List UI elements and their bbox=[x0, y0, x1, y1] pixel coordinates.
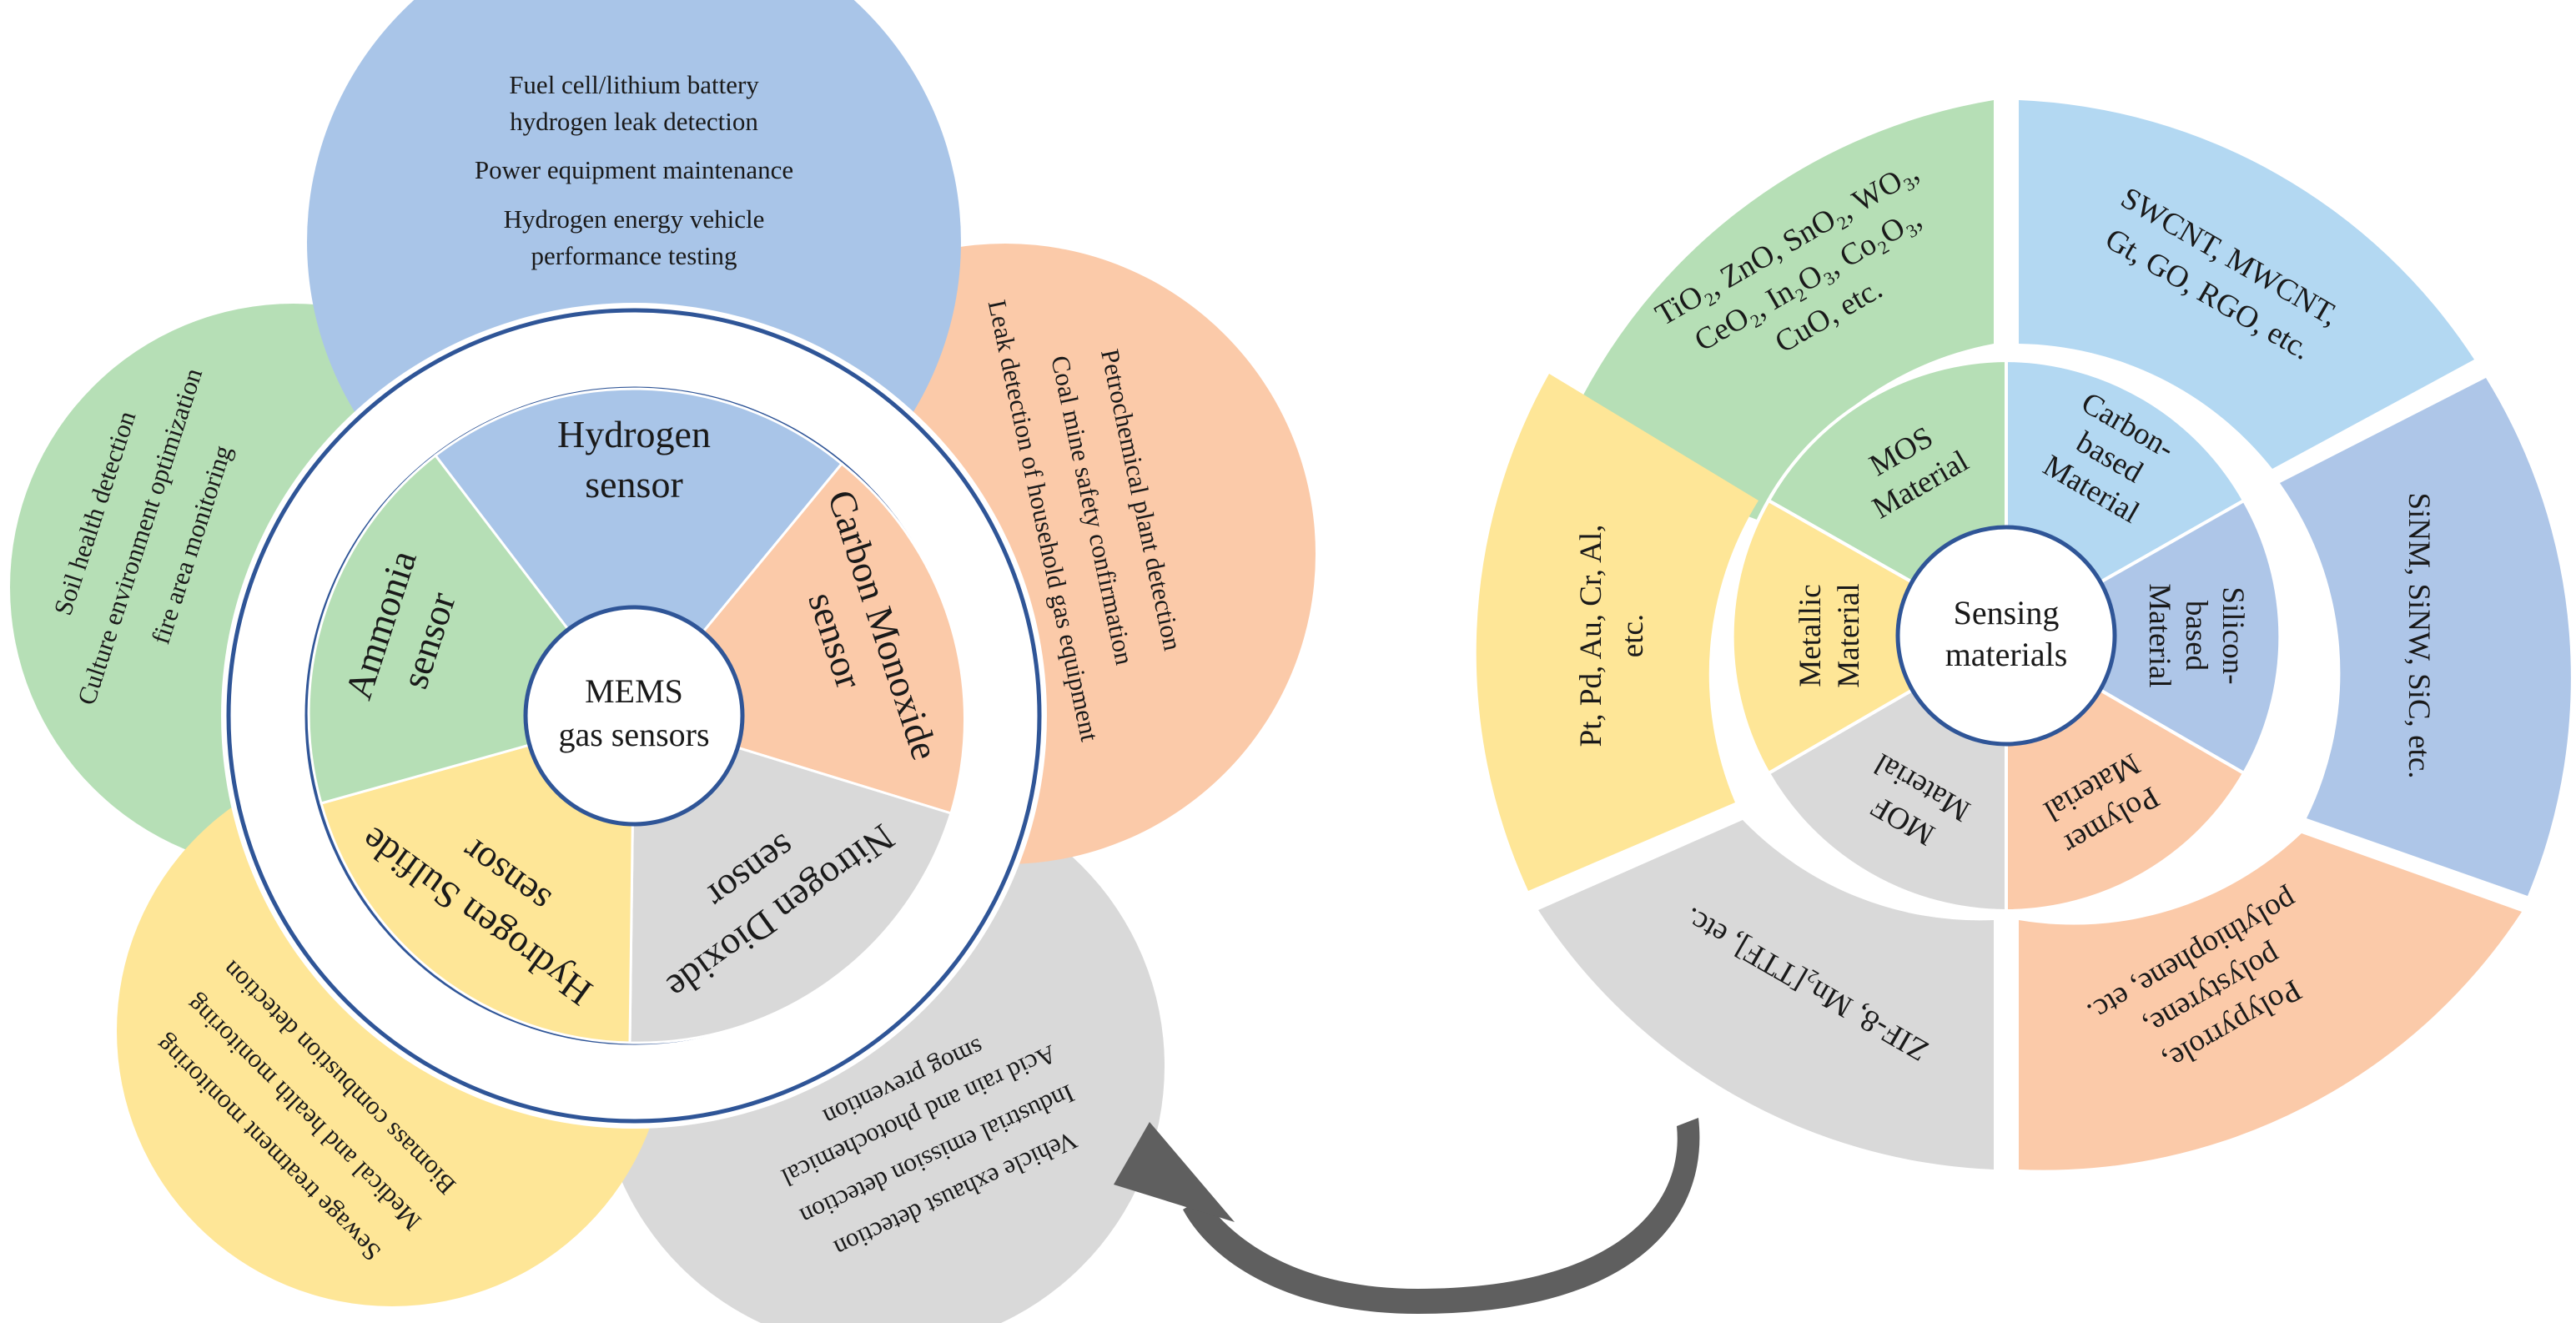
inner-segment-silicon bbox=[2002, 498, 2282, 776]
wedge-hydrogen-sulfide-sensor bbox=[319, 714, 636, 1044]
svg-text:Metallic: Metallic bbox=[1794, 584, 1828, 687]
svg-text:Material: Material bbox=[2142, 583, 2176, 687]
svg-text:Power equipment maintenance: Power equipment maintenance bbox=[475, 155, 793, 184]
outer-segment-mos bbox=[1559, 100, 1994, 521]
svg-text:Pt, Pd, Au, Cr, Al,: Pt, Pd, Au, Cr, Al, bbox=[1574, 525, 1608, 747]
outer-segment-metallic bbox=[1476, 374, 1758, 891]
sensing-center-line2: materials bbox=[1945, 636, 2068, 673]
sensing-center-line1: Sensing bbox=[1954, 594, 2060, 631]
examples-silicon: SiNM, SiNW, SiC, etc. bbox=[2402, 493, 2436, 779]
svg-text:Fuel cell/lithium battery: Fuel cell/lithium battery bbox=[509, 70, 759, 99]
outer-segment-silicon bbox=[2280, 378, 2571, 896]
center-circle-mems bbox=[523, 605, 745, 827]
outer-ring-border bbox=[226, 308, 1042, 1124]
outer-segment-polymer bbox=[2019, 833, 2522, 1170]
svg-text:Material: Material bbox=[1832, 583, 1866, 687]
svg-text:performance testing: performance testing bbox=[531, 241, 737, 270]
svg-text:based: based bbox=[2179, 601, 2213, 672]
svg-text:Hydrogen: Hydrogen bbox=[557, 413, 711, 455]
label-hydrogen-sensor: Hydrogen sensor bbox=[557, 413, 711, 506]
svg-text:SiNM, SiNW, SiC, etc.: SiNM, SiNW, SiC, etc. bbox=[2402, 493, 2436, 779]
examples-metallic: Pt, Pd, Au, Cr, Al, etc. bbox=[1574, 525, 1650, 747]
label-silicon-material: Silicon- based Material bbox=[2142, 583, 2250, 687]
arrow-head bbox=[1114, 1122, 1235, 1222]
svg-text:hydrogen leak detection: hydrogen leak detection bbox=[510, 107, 758, 136]
wedge-hydrogen-sensor bbox=[433, 387, 844, 718]
arrow-body bbox=[1183, 1118, 1700, 1314]
curved-arrow bbox=[1114, 1118, 1700, 1314]
center-label-line2: gas sensors bbox=[558, 716, 709, 753]
right-diagram: Sensing materials MOS Material Carbon- b… bbox=[1476, 100, 2571, 1170]
left-diagram: MEMS gas sensors Hydrogen sensor Carbon … bbox=[10, 0, 1316, 1323]
outer-segment-carbon bbox=[2019, 100, 2474, 469]
applications-hydrogen: Fuel cell/lithium battery hydrogen leak … bbox=[475, 70, 793, 270]
svg-text:sensor: sensor bbox=[585, 463, 683, 506]
outer-segment-mof bbox=[1538, 820, 1994, 1170]
svg-text:Hydrogen energy vehicle: Hydrogen energy vehicle bbox=[504, 204, 765, 234]
svg-text:etc.: etc. bbox=[1616, 614, 1650, 657]
inner-segment-metallic bbox=[1730, 498, 2010, 776]
label-metallic-material: Metallic Material bbox=[1794, 583, 1866, 687]
svg-text:Silicon-: Silicon- bbox=[2216, 586, 2250, 684]
wedge-nitrogen-dioxide-sensor bbox=[628, 713, 953, 1044]
center-circle-sensing bbox=[1895, 525, 2117, 747]
center-label-line1: MEMS bbox=[585, 672, 683, 710]
